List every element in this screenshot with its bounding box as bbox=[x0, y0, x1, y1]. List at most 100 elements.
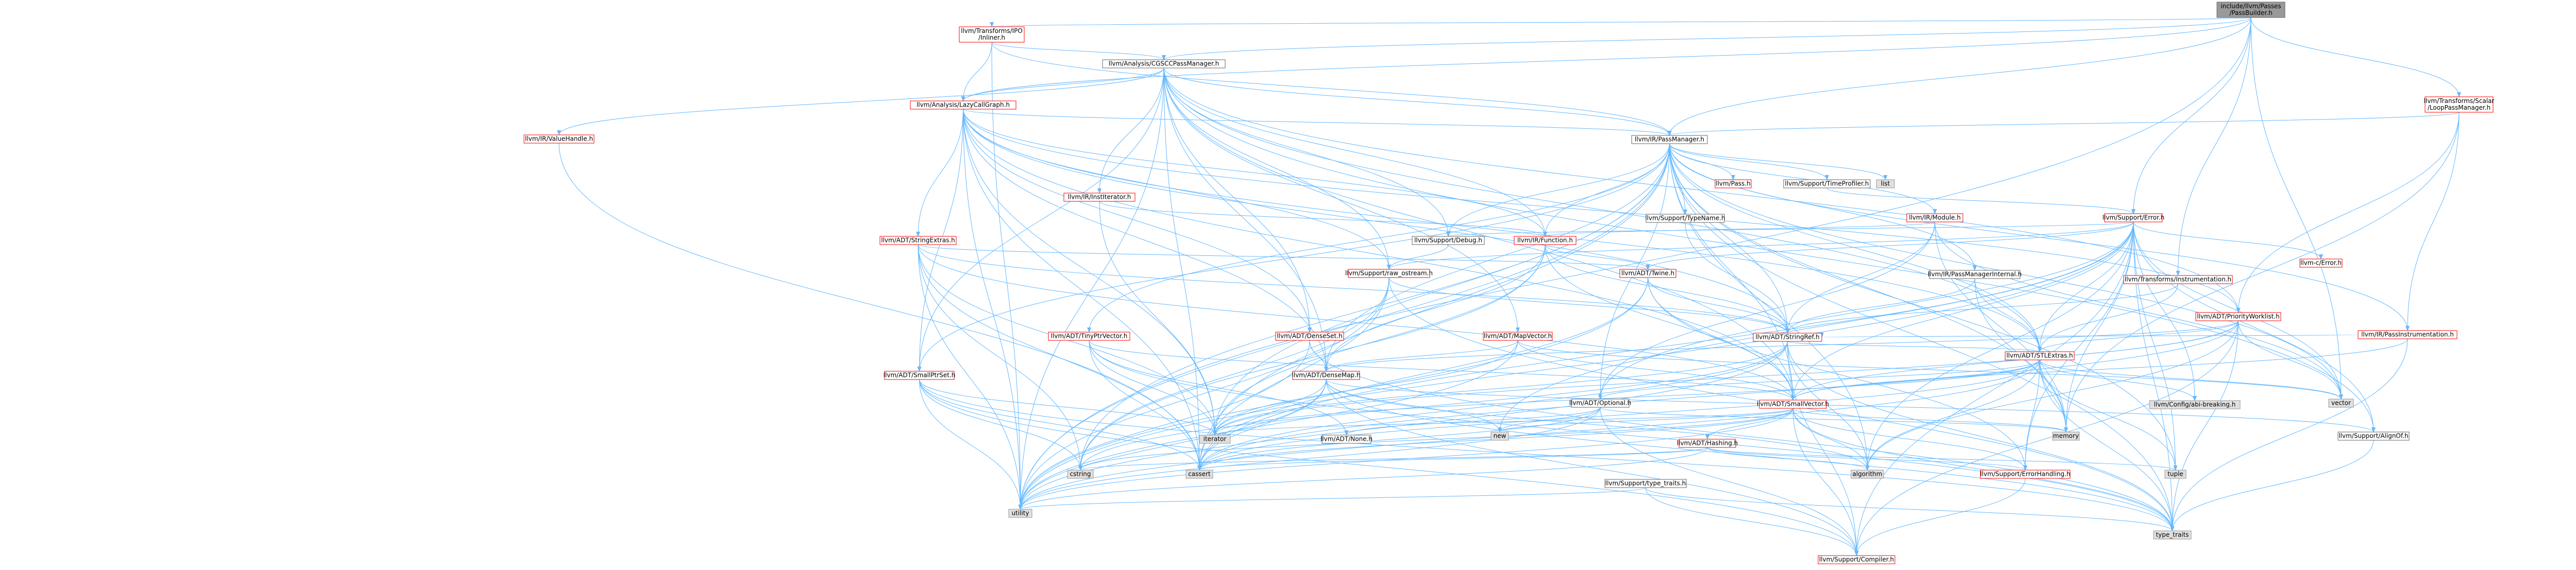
node-pwl[interactable]: llvm/ADT/PriorityWorklist.h bbox=[2195, 312, 2281, 321]
edge-institer-to-function bbox=[1099, 201, 1547, 237]
edge-irpm-to-typename bbox=[1669, 143, 1687, 215]
edge-cgscc-to-function bbox=[1163, 67, 1547, 237]
node-iterator: iterator bbox=[1199, 435, 1231, 444]
edge-pmint-to-stringref bbox=[1785, 278, 1975, 334]
edge-smallptrset-to-cstring bbox=[919, 379, 1082, 471]
edge-function-to-iterator bbox=[1213, 244, 1546, 436]
node-errhandling[interactable]: llvm/Support/ErrorHandling.h bbox=[1980, 470, 2071, 479]
edge-cgscc-to-cassert bbox=[1163, 67, 1201, 471]
edge-tinyptr-to-iterator bbox=[1089, 340, 1217, 436]
edge-cgscc-to-irpm bbox=[1163, 67, 1672, 136]
node-tinyptr[interactable]: llvm/ADT/TinyPtrVector.h bbox=[1048, 332, 1130, 341]
node-label-errhandling-0: llvm/Support/ErrorHandling.h bbox=[1980, 471, 2070, 478]
edge-mapvector-to-vector bbox=[1517, 340, 2343, 400]
edge-smallvector-to-new bbox=[1498, 408, 1793, 433]
node-box-lcg bbox=[910, 100, 1016, 110]
node-box-errhandling bbox=[1980, 470, 2071, 479]
node-module[interactable]: llvm/IR/Module.h bbox=[1906, 213, 1963, 222]
edge-stlextras-to-cassert bbox=[1197, 359, 2040, 471]
edge-inliner-to-lcg bbox=[961, 42, 992, 101]
node-stringref[interactable]: llvm/ADT/StringRef.h bbox=[1753, 333, 1822, 342]
edge-stlextras-to-tuple bbox=[2039, 359, 2178, 471]
node-stlextras[interactable]: llvm/ADT/STLExtras.h bbox=[2005, 351, 2075, 360]
node-optional[interactable]: llvm/ADT/Optional.h bbox=[1569, 399, 1631, 408]
node-looppm[interactable]: llvm/Transforms/Scalar/LoopPassManager.h bbox=[2424, 96, 2495, 113]
node-label-irpm-0: llvm/IR/PassManager.h bbox=[1635, 136, 1704, 143]
edge-cgscc-to-institer bbox=[1097, 67, 1164, 194]
node-box-cassert bbox=[1185, 470, 1213, 479]
node-compiler[interactable]: llvm/Support/Compiler.h bbox=[1818, 555, 1895, 564]
node-box-root bbox=[2216, 2, 2285, 18]
node-list: list bbox=[1876, 179, 1895, 188]
node-denseset[interactable]: llvm/ADT/DenseSet.h bbox=[1275, 332, 1344, 341]
node-typename[interactable]: llvm/Support/TypeName.h bbox=[1645, 214, 1725, 223]
node-cgscc[interactable]: llvm/Analysis/CGSCCPassManager.h bbox=[1102, 59, 1226, 68]
edge-typetraits_llvm-to-compiler bbox=[1645, 487, 1859, 556]
edge-looppm-to-pwl bbox=[2236, 112, 2460, 313]
node-label-none-0: llvm/ADT/None.h bbox=[1320, 436, 1372, 443]
node-label-valuehandle-0: llvm/IR/ValueHandle.h bbox=[525, 135, 593, 143]
node-box-iterator bbox=[1199, 435, 1231, 444]
node-label-optional-0: llvm/ADT/Optional.h bbox=[1569, 400, 1631, 407]
edge-irpm-to-tinyptr bbox=[1087, 143, 1670, 333]
node-lcg[interactable]: llvm/Analysis/LazyCallGraph.h bbox=[910, 100, 1016, 110]
edge-twine-to-cassert bbox=[1197, 277, 1648, 471]
edge-densemap-to-compiler bbox=[1326, 379, 1859, 556]
node-alignof[interactable]: llvm/Support/AlignOf.h bbox=[2337, 431, 2410, 441]
edge-cgscc-to-valuehandle bbox=[557, 67, 1164, 135]
node-smallptrset[interactable]: llvm/ADT/SmallPtrSet.h bbox=[884, 371, 956, 380]
node-institer[interactable]: llvm/IR/InstIterator.h bbox=[1063, 193, 1136, 202]
node-hashing[interactable]: llvm/ADT/Hashing.h bbox=[1677, 439, 1738, 448]
node-irpm[interactable]: llvm/IR/PassManager.h bbox=[1631, 135, 1708, 144]
node-box-institer bbox=[1063, 193, 1136, 202]
edge-function-to-densemap bbox=[1324, 244, 1546, 372]
node-transinstr[interactable]: llvm/Transforms/Instrumentation.h bbox=[2123, 275, 2233, 284]
edge-strextras-to-smallvector bbox=[918, 244, 1795, 401]
node-pmint[interactable]: llvm/IR/PassManagerInternal.h bbox=[1928, 270, 2022, 279]
node-none[interactable]: llvm/ADT/None.h bbox=[1320, 435, 1372, 444]
node-rawostream[interactable]: llvm/Support/raw_ostream.h bbox=[1345, 269, 1433, 278]
edge-mapvector-to-smallvector bbox=[1517, 340, 1795, 401]
edge-lcg-to-function bbox=[963, 109, 1547, 237]
edge-pwl-to-compiler bbox=[1854, 320, 2239, 556]
node-function[interactable]: llvm/IR/Function.h bbox=[1514, 236, 1577, 245]
node-valuehandle[interactable]: llvm/IR/ValueHandle.h bbox=[523, 134, 595, 144]
edge-optional-to-memory bbox=[1600, 407, 2068, 433]
node-strextras[interactable]: llvm/ADT/StringExtras.h bbox=[879, 236, 957, 245]
node-box-typetraits_llvm bbox=[1604, 479, 1687, 488]
node-box-hashing bbox=[1679, 439, 1736, 448]
edge-densemap-to-alignof bbox=[1326, 379, 2376, 433]
node-densemap[interactable]: llvm/ADT/DenseMap.h bbox=[1292, 371, 1361, 380]
edge-error-to-smallvector bbox=[1791, 221, 2134, 401]
edge-irpm-to-iterator bbox=[1213, 143, 1670, 436]
node-mapvector[interactable]: llvm/ADT/MapVector.h bbox=[1483, 332, 1553, 341]
node-debug[interactable]: llvm/Support/Debug.h bbox=[1412, 236, 1485, 245]
node-error[interactable]: llvm/Support/Error.h bbox=[2103, 213, 2165, 222]
node-box-list bbox=[1876, 179, 1895, 188]
node-inliner[interactable]: llvm/Transforms/IPO/Inliner.h bbox=[959, 26, 1025, 43]
node-typetraits_llvm[interactable]: llvm/Support/type_traits.h bbox=[1604, 479, 1687, 488]
edge-pwl-to-type_traits bbox=[2170, 320, 2239, 531]
node-cerror[interactable]: llvm-c/Error.h bbox=[2299, 258, 2343, 268]
node-label-utility-0: utility bbox=[1011, 510, 1029, 517]
node-passinstr[interactable]: llvm/IR/PassInstrumentation.h bbox=[2358, 330, 2458, 339]
edge-twine-to-errhandling bbox=[1648, 277, 2027, 471]
edge-smallvector-to-memory bbox=[1792, 408, 2068, 433]
node-twine[interactable]: llvm/ADT/Twine.h bbox=[1619, 269, 1676, 278]
edge-hashing-to-algorithm bbox=[1707, 447, 1870, 471]
node-box-pass bbox=[1715, 179, 1752, 188]
node-timeprof[interactable]: llvm/Support/TimeProfiler.h bbox=[1783, 179, 1871, 188]
node-label-smallptrset-0: llvm/ADT/SmallPtrSet.h bbox=[884, 372, 956, 379]
node-pass[interactable]: llvm/Pass.h bbox=[1715, 179, 1752, 188]
edge-error-to-memory bbox=[2064, 221, 2134, 433]
node-box-error bbox=[2104, 213, 2163, 222]
node-box-tuple bbox=[2164, 470, 2187, 479]
edge-smallptrset-to-iterator bbox=[919, 379, 1217, 436]
edge-typetraits_llvm-to-utility bbox=[1019, 487, 1646, 510]
edge-irpm-to-timeprof bbox=[1669, 143, 1829, 180]
node-smallvector[interactable]: llvm/ADT/SmallVector.h bbox=[1757, 400, 1829, 409]
edge-error-to-cerror bbox=[2133, 221, 2323, 260]
edge-stlextras-to-type_traits bbox=[2039, 359, 2175, 531]
edge-lcg-to-stlextras bbox=[963, 109, 2042, 352]
